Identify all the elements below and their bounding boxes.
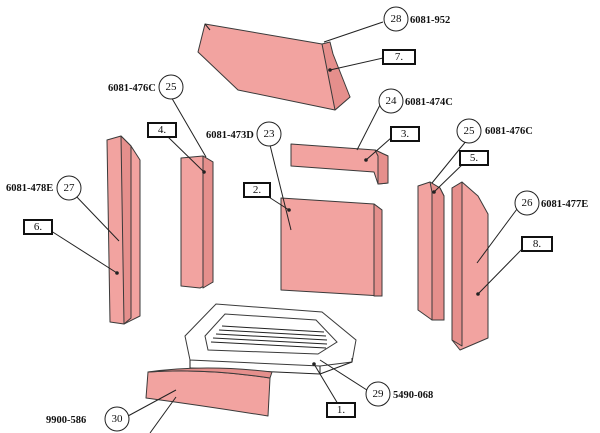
callout-26-circle bbox=[514, 190, 540, 216]
callout-24-code: 6081-474C bbox=[405, 97, 453, 108]
callout-25-right-code: 6081-476C bbox=[485, 126, 533, 137]
callout-23-circle bbox=[256, 121, 282, 147]
callout-25-right-number: 25 bbox=[464, 125, 476, 137]
callout-25-left-number: 25 bbox=[166, 81, 178, 93]
callout-27-code: 6081-478E bbox=[6, 183, 53, 194]
callout-27: 6081-478E 27 bbox=[6, 175, 82, 201]
callout-25-right: 25 6081-476C bbox=[456, 118, 533, 144]
callout-23: 6081-473D 23 bbox=[206, 121, 282, 147]
callout-24-number: 24 bbox=[386, 95, 398, 107]
callout-25-right-circle bbox=[456, 118, 482, 144]
rear-wall-brick bbox=[280, 197, 383, 297]
grate-base bbox=[184, 303, 357, 375]
box-7-text: 7. bbox=[395, 51, 404, 63]
callout-29: 29 5490-068 bbox=[365, 381, 433, 407]
box-label-2: 2. bbox=[243, 182, 271, 198]
callout-30: 9900-586 30 bbox=[46, 406, 130, 432]
callout-30-number: 30 bbox=[112, 413, 124, 425]
callout-25-left: 6081-476C 25 bbox=[108, 74, 184, 100]
callout-28-code: 6081-952 bbox=[410, 15, 450, 26]
callout-27-circle bbox=[56, 175, 82, 201]
right-outer-side-brick bbox=[451, 181, 489, 351]
box-5-text: 5. bbox=[470, 152, 479, 164]
box-6-text: 6. bbox=[34, 221, 43, 233]
callout-30-code: 9900-586 bbox=[46, 415, 86, 426]
front-curved-brick bbox=[145, 367, 273, 417]
callout-28-circle bbox=[383, 6, 409, 32]
box-1-text: 1. bbox=[337, 404, 346, 416]
callout-29-code: 5490-068 bbox=[393, 390, 433, 401]
callout-25-left-code: 6081-476C bbox=[108, 83, 156, 94]
callout-29-circle bbox=[365, 381, 391, 407]
callout-28: 28 6081-952 bbox=[383, 6, 450, 32]
callout-26: 26 6081-477E bbox=[514, 190, 588, 216]
left-outer-side-brick bbox=[106, 135, 141, 325]
box-label-7: 7. bbox=[382, 49, 416, 65]
box-label-5: 5. bbox=[459, 150, 489, 166]
box-3-text: 3. bbox=[401, 128, 410, 140]
left-inner-side-brick bbox=[180, 155, 214, 289]
top-baffle-brick bbox=[197, 23, 351, 111]
callout-30-circle bbox=[104, 406, 130, 432]
rear-top-brick bbox=[290, 143, 389, 185]
callout-24-circle bbox=[378, 88, 404, 114]
callout-28-number: 28 bbox=[391, 13, 403, 25]
callout-25-left-circle bbox=[158, 74, 184, 100]
callout-24: 24 6081-474C bbox=[378, 88, 453, 114]
box-label-8: 8. bbox=[521, 236, 553, 252]
callout-23-code: 6081-473D bbox=[206, 130, 254, 141]
box-label-1: 1. bbox=[326, 402, 356, 418]
box-8-text: 8. bbox=[533, 238, 542, 250]
box-label-4: 4. bbox=[147, 122, 177, 138]
callout-29-number: 29 bbox=[373, 388, 385, 400]
callout-26-number: 26 bbox=[522, 197, 534, 209]
leader-lines bbox=[47, 21, 529, 433]
right-inner-side-brick bbox=[417, 181, 445, 321]
box-label-3: 3. bbox=[390, 126, 420, 142]
box-label-6: 6. bbox=[23, 219, 53, 235]
callout-26-code: 6081-477E bbox=[541, 199, 588, 210]
callout-27-number: 27 bbox=[64, 182, 76, 194]
box-2-text: 2. bbox=[253, 184, 262, 196]
callout-23-number: 23 bbox=[264, 128, 276, 140]
box-4-text: 4. bbox=[158, 124, 167, 136]
